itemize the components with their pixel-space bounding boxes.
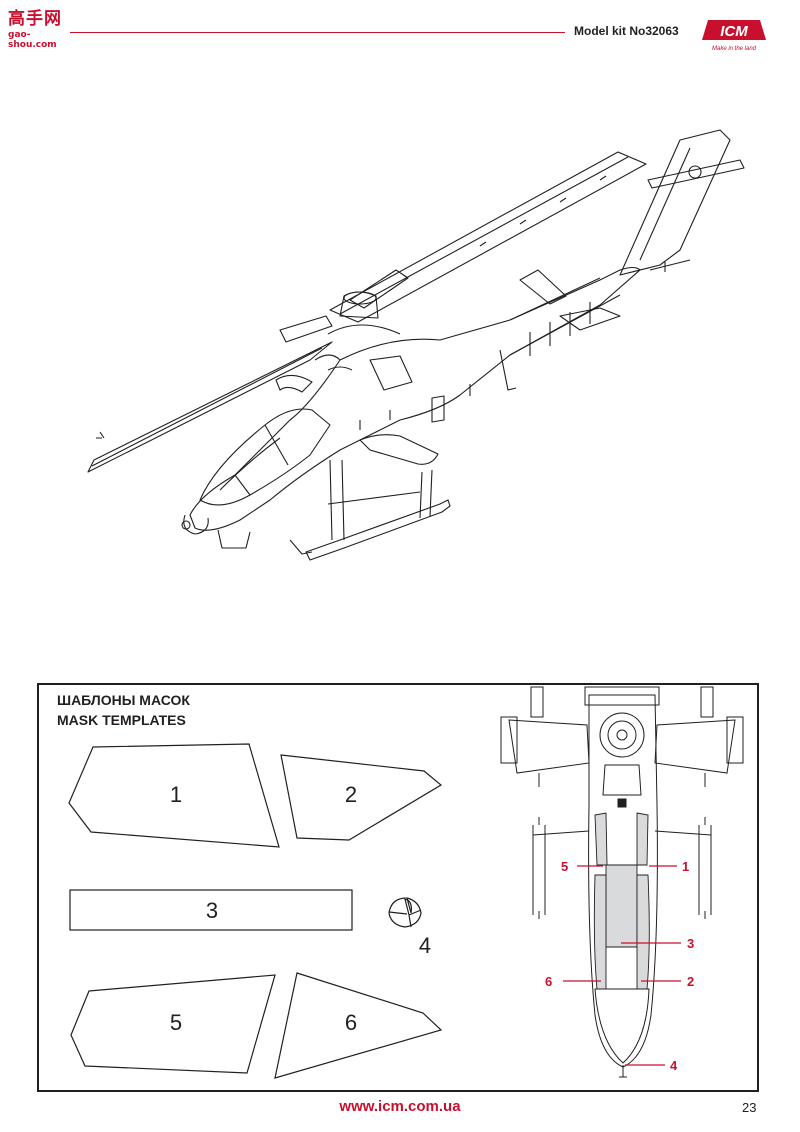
mask-template-shapes: 1 2 3 4 5 6 [68, 743, 443, 1079]
site-logo: 高手网 gao-shou.com [8, 9, 68, 50]
mask-template-1: 1 [68, 743, 280, 848]
icm-logo-slogan: Make in the land [712, 46, 757, 52]
header-rule [70, 32, 565, 33]
model-kit-number: Model kit No32063 [574, 24, 679, 38]
mask-template-6-label: 6 [345, 1010, 357, 1035]
skid-strut-front [329, 459, 345, 541]
mask-template-5-label: 5 [170, 1010, 182, 1035]
stub-wing-left [508, 719, 590, 774]
skid-right [698, 825, 712, 915]
callout-2: 2 [687, 974, 694, 989]
page-number: 23 [742, 1100, 757, 1115]
chin-turret [217, 529, 251, 549]
footer-url[interactable]: www.icm.com.ua [339, 1098, 461, 1115]
mask-template-4: 4 [388, 897, 431, 958]
callout-5: 5 [561, 859, 568, 874]
nose [183, 514, 209, 535]
callout-1: 1 [682, 859, 689, 874]
mask-title-ru: ШАБЛОНЫ МАСОК [57, 692, 190, 708]
mask-template-5: 5 [70, 974, 276, 1074]
callout-3: 3 [687, 936, 694, 951]
helicopter-top-view: 5 1 3 6 2 4 [500, 686, 744, 1078]
helicopter-drawing [87, 129, 745, 561]
canopy [199, 408, 331, 506]
rotor-blade-left [87, 341, 333, 473]
site-logo-name: 高手网 [8, 9, 62, 29]
icm-logo-text: ICM [720, 23, 748, 40]
mask-template-2-label: 2 [345, 782, 357, 807]
mask-template-6: 6 [274, 972, 443, 1079]
stub-wing-right [654, 719, 736, 774]
mask-template-4-label: 4 [419, 933, 431, 958]
mask-template-1-label: 1 [170, 782, 182, 807]
mask-title-en: MASK TEMPLATES [57, 712, 186, 728]
callout-4: 4 [670, 1058, 678, 1073]
top-canopy-masks [593, 812, 650, 990]
tail-rotor [647, 159, 745, 189]
rotor-blade-right [329, 151, 647, 323]
mask-template-3: 3 [69, 889, 353, 931]
top-rotor-hub [599, 712, 645, 758]
callout-labels: 5 1 3 6 2 4 [545, 859, 694, 1073]
tail-fin [619, 129, 731, 276]
mask-template-3-label: 3 [206, 898, 218, 923]
icm-logo: ICM Make in the land [702, 20, 766, 52]
mask-template-2: 2 [280, 754, 443, 841]
mask-templates-panel [37, 683, 759, 1092]
mask-templates-heading: ШАБЛОНЫ МАСОК MASK TEMPLATES [57, 690, 190, 730]
skid-strut-rear [419, 469, 433, 519]
callout-leaders [563, 865, 681, 1066]
skid-tube [305, 499, 451, 561]
skid-left [532, 825, 546, 915]
site-logo-domain: gao-shou.com [8, 30, 57, 50]
stub-wing [359, 434, 439, 465]
callout-6: 6 [545, 974, 552, 989]
